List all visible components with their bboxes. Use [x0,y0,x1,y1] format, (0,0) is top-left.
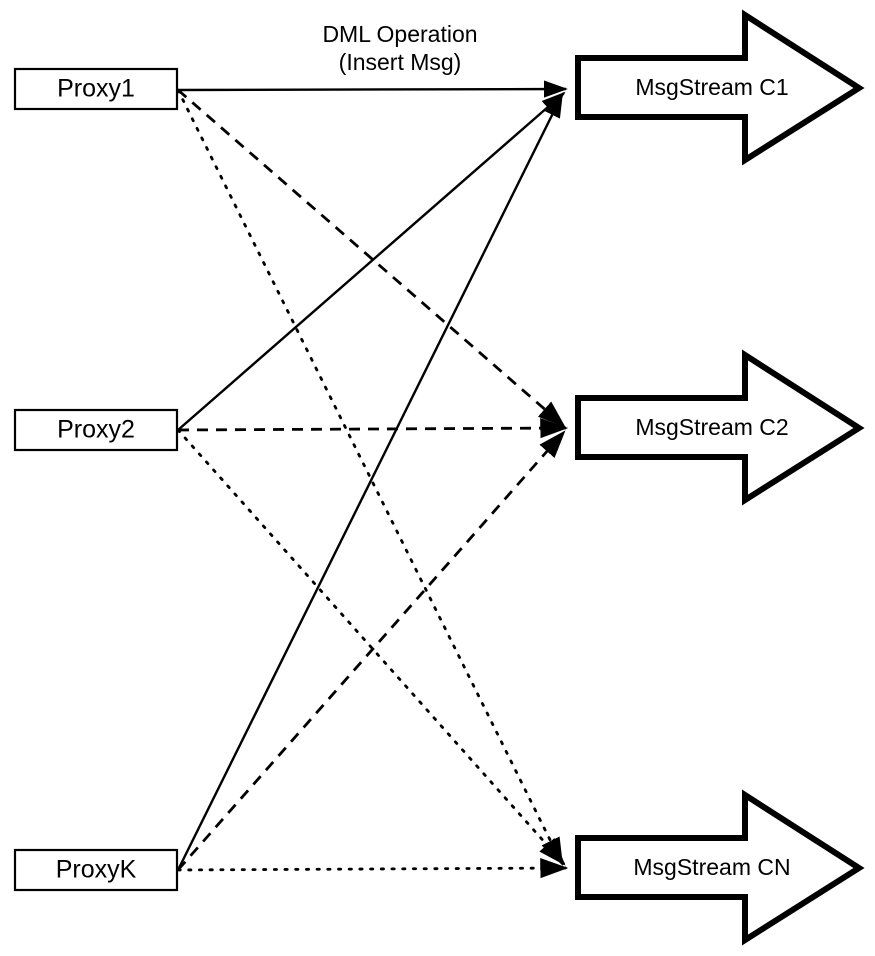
edge-label-line2: (Insert Msg) [339,49,462,75]
edge-proxy1-c2 [177,88,566,428]
proxy1-box[interactable] [13,67,179,111]
proxy-node-proxy1[interactable]: Proxy1 [13,67,179,111]
msgstream-node-cn[interactable]: MsgStream CN [575,789,865,946]
msgstream-c1-label: MsgStream C1 [635,74,788,100]
proxyk-box[interactable] [13,848,179,892]
edge-proxy2-c2 [177,418,569,439]
edge-label-dml-operation: DML Operation (Insert Msg) [322,21,477,75]
proxy2-box[interactable] [13,408,179,452]
msgstream-cn-label: MsgStream CN [633,854,790,880]
edge-proxy1-c1 [177,80,568,98]
edge-proxyk-c1 [176,93,564,871]
edge-proxyk-c2 [176,430,566,871]
edge-proxyk-cn [176,858,569,879]
msgstream-node-c2[interactable]: MsgStream C2 [575,349,865,506]
msgstream-c1-arrow-shape[interactable] [575,9,865,166]
msgstream-c2-label: MsgStream C2 [635,414,788,440]
proxy2-label: Proxy2 [57,416,135,444]
edge-proxy1-cn [176,88,564,867]
proxy-node-proxy2[interactable]: Proxy2 [13,408,179,452]
edge-proxy2-c1 [177,91,566,431]
msgstream-c2-arrow-shape[interactable] [575,349,865,506]
proxy1-label: Proxy1 [57,75,135,103]
proxyk-label: ProxyK [56,856,137,884]
edge-proxy2-cn [176,428,566,866]
msgstream-node-c1[interactable]: MsgStream C1 [575,9,865,166]
edge-group [176,80,569,879]
proxy-node-proxyk[interactable]: ProxyK [13,848,179,892]
edge-label-line1: DML Operation [322,21,477,47]
msgstream-cn-arrow-shape[interactable] [575,789,865,946]
